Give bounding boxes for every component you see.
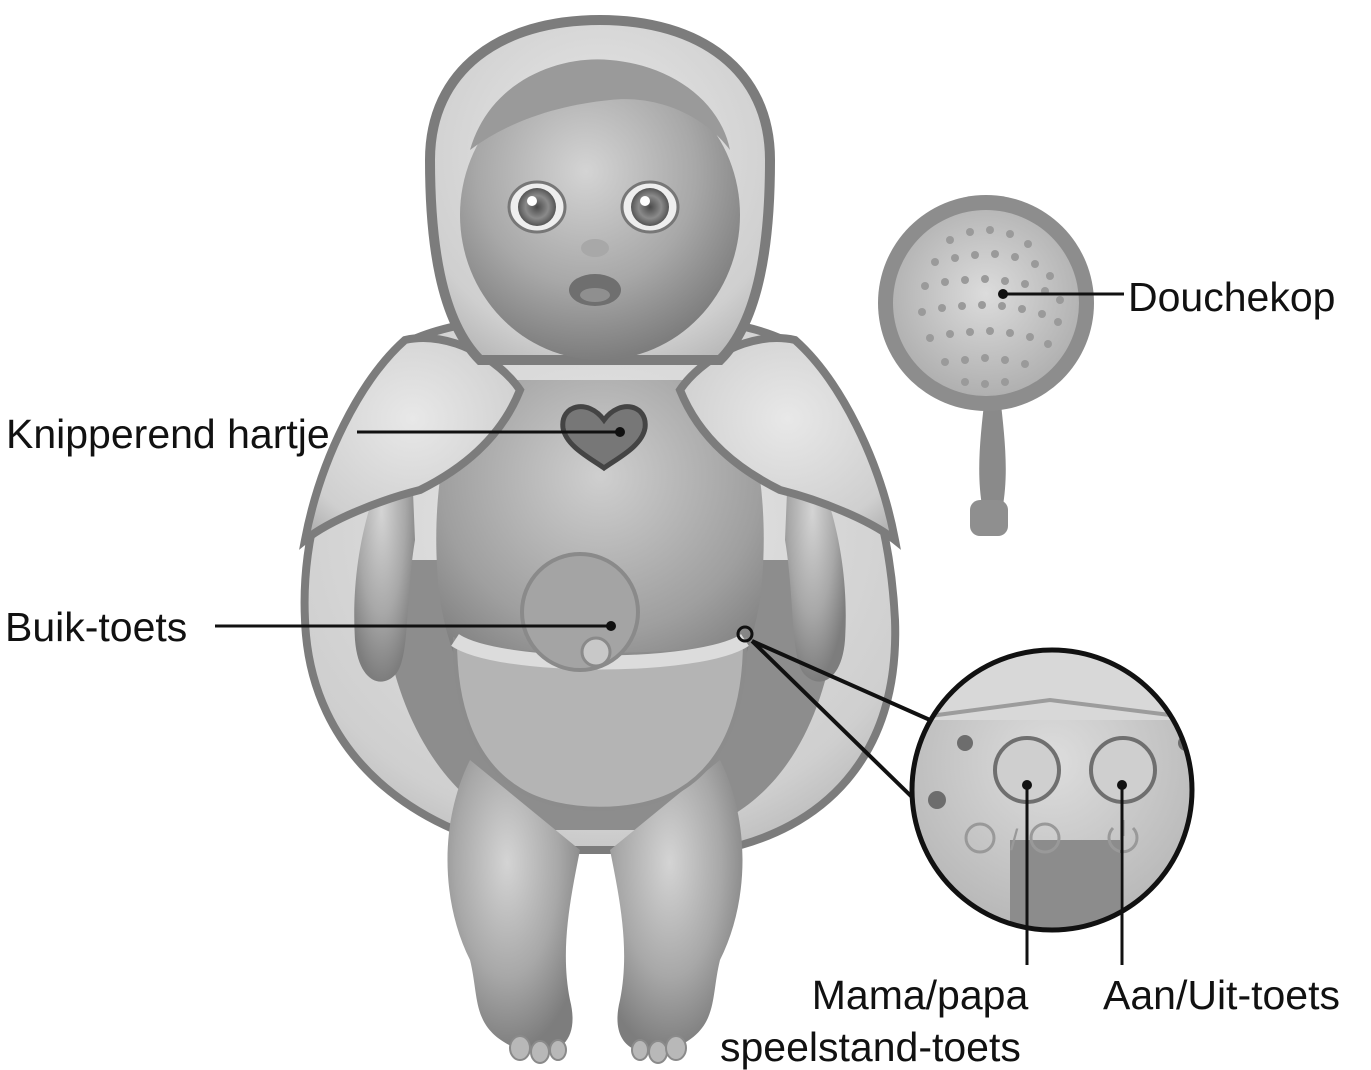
- label-knipperend-hartje: Knipperend hartje: [6, 414, 330, 455]
- label-aan-uit-toets: Aan/Uit-toets: [1103, 975, 1340, 1016]
- label-buik-toets: Buik-toets: [5, 607, 187, 648]
- belly-button-area: [522, 554, 638, 670]
- svg-text:/: /: [1010, 824, 1019, 857]
- label-douchekop: Douchekop: [1128, 277, 1335, 318]
- label-mama-papa-line1: Mama/papa: [800, 975, 1040, 1016]
- label-mama-papa-line2: speelstand-toets: [720, 1027, 1021, 1068]
